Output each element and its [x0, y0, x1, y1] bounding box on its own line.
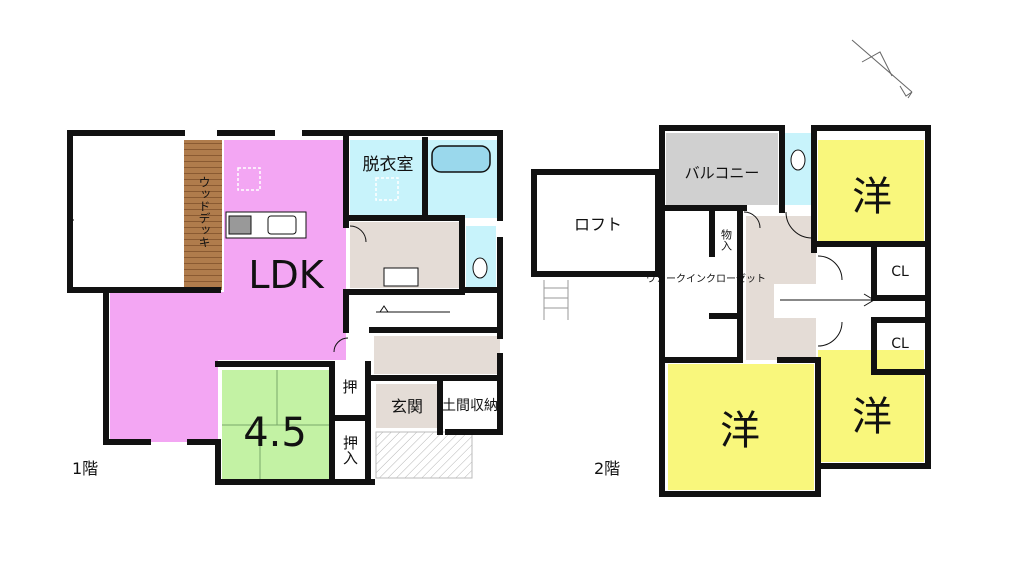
balcony-area: [666, 133, 778, 205]
dressing-room: [350, 140, 425, 218]
western-se-label: 洋: [852, 394, 892, 440]
tatami-label: 4.5: [243, 410, 307, 456]
oshiire-label: 押入: [341, 435, 359, 465]
walls-1f: [67, 130, 503, 485]
closet-label-2: CL: [891, 336, 909, 352]
stove: [228, 215, 252, 235]
bathtub: [431, 145, 491, 173]
loft-ladder: [543, 280, 569, 320]
floor-1: LDK 4.5 脱衣室 ウッドデッキ 玄関 押 押入 土間収納 1階: [67, 130, 503, 485]
loft-label: ロフト: [574, 215, 622, 234]
western-ne-label: 洋: [852, 174, 892, 220]
loft-room: [534, 172, 658, 274]
floor-2-label: 2階: [594, 459, 620, 478]
wood-deck: [184, 140, 222, 290]
doma-storage-label: 土間収納: [442, 398, 498, 414]
north-arrow-icon: [851, 39, 913, 99]
toilet-1f: [466, 226, 496, 288]
basin-icon: [383, 267, 419, 287]
western-room-sw: [668, 364, 814, 490]
wic-label: ウォークインクローゼット: [646, 273, 766, 285]
balcony-label: バルコニー: [685, 164, 760, 182]
floor-1-label: 1階: [72, 459, 98, 478]
sink: [267, 215, 297, 235]
toilet-icon: [472, 257, 488, 279]
oshi-label: 押: [342, 378, 357, 396]
entrance-room: [376, 384, 438, 428]
toilet-2f-icon: [790, 149, 806, 171]
floor-2: ロフト バルコニー 物入 ウォークインクローゼット 洋 洋 洋 CL CL 2階: [531, 125, 931, 497]
entrance-porch: [375, 431, 473, 479]
carport-area: [70, 133, 182, 291]
deck-label: ウッドデッキ: [197, 176, 211, 248]
ldk-label: LDK: [248, 253, 324, 297]
stair-2f: [774, 284, 880, 318]
western-sw-label: 洋: [720, 408, 760, 454]
western-room-ne: [818, 140, 924, 244]
closet-label-1: CL: [891, 264, 909, 280]
corridor-1f: [374, 336, 500, 374]
stair-1f: [374, 292, 466, 326]
entrance-label: 玄関: [391, 397, 423, 416]
walls-2f: [531, 125, 931, 497]
dressing-room-label: 脱衣室: [363, 155, 414, 175]
mono-label: 物入: [720, 228, 733, 251]
